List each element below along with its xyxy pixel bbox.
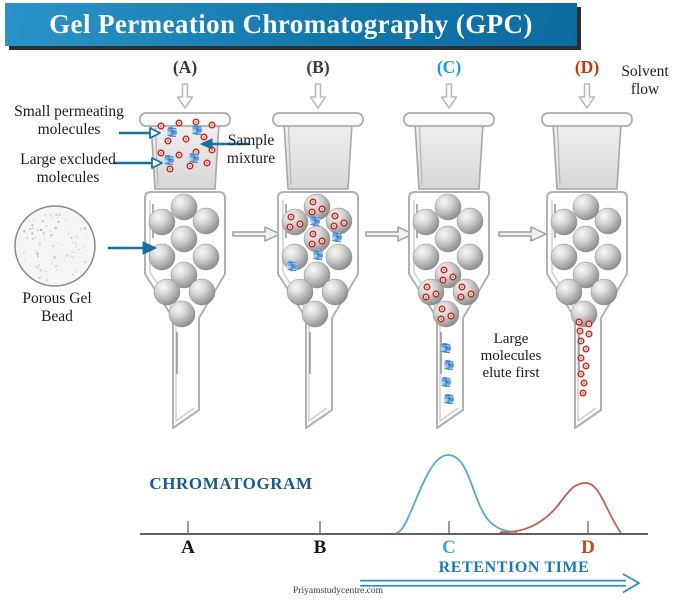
large-excluded-arrow (113, 157, 163, 169)
solvent-down-arrow-d (578, 83, 596, 109)
step-arrow-b-c (365, 226, 414, 242)
small-permeating-label: Small permeating molecules (14, 103, 124, 138)
column-c (403, 112, 495, 429)
column-a (139, 112, 231, 429)
small-permeating-arrow (119, 127, 161, 139)
watermark: Priyamstudycentre.com (293, 586, 383, 596)
tick-label-c: C (442, 537, 456, 558)
title-banner: Gel Permeation Chromatography (GPC) (5, 3, 577, 46)
sample-mixture-arrow (200, 138, 249, 150)
sample-mixture-label: Sample mixture (226, 132, 276, 167)
column-c-gel-beads (412, 193, 484, 328)
column-b-gel-beads (281, 193, 353, 328)
large-elute-label: Large molecules elute first (480, 331, 542, 381)
solvent-down-arrow-a (176, 83, 194, 109)
porous-gel-bead-label: Porous Gel Bead (22, 290, 92, 325)
column-label-a: (A) (172, 57, 198, 77)
peak-small-molecules (499, 482, 622, 534)
chromatogram-plot (140, 454, 648, 594)
column-label-d: (D) (574, 57, 600, 77)
tick-label-d: D (581, 537, 595, 558)
column-label-b: (B) (306, 57, 330, 77)
page-title: Gel Permeation Chromatography (GPC) (49, 9, 533, 39)
retention-time-label: RETENTION TIME (438, 559, 590, 576)
solvent-flow-label: Solvent flow (621, 63, 669, 98)
porous-bead-arrow (108, 241, 157, 255)
retention-time-arrow (360, 573, 641, 594)
column-b (272, 112, 364, 429)
porous-gel-bead (14, 205, 96, 287)
column-a-gel-beads (148, 193, 220, 328)
step-arrow-a-b (232, 226, 281, 242)
peak-large-molecules (395, 454, 518, 534)
step-arrow-c-d (498, 226, 547, 242)
column-d (541, 112, 633, 429)
tick-label-a: A (181, 537, 195, 558)
large-excluded-label: Large excluded molecules (20, 151, 116, 186)
chromatogram-heading: CHROMATOGRAM (149, 474, 313, 493)
solvent-down-arrow-c (440, 83, 458, 109)
tick-label-b: B (313, 537, 327, 558)
column-label-c: (C) (436, 57, 462, 77)
column-d-gel-beads (550, 193, 622, 328)
solvent-down-arrow-b (309, 83, 327, 109)
